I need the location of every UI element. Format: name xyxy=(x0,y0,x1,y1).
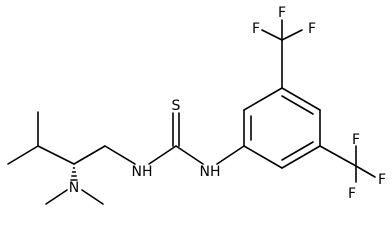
bond-thiocarbonyl-nh xyxy=(175,145,204,165)
ring-bond xyxy=(281,87,321,111)
benzene-ring xyxy=(243,87,321,169)
fluorine-bottom-top-label: F xyxy=(352,132,360,148)
bond-nh-thiocarbonyl xyxy=(148,145,177,165)
bond-methyl-left xyxy=(7,145,39,165)
chemical-structure: S NH NH N F F F F F F xyxy=(7,5,386,205)
bond-nh-aryl xyxy=(216,145,245,165)
fluorine-top-right-label: F xyxy=(308,21,316,37)
ring-bond xyxy=(243,145,283,169)
thione-sulfur-label: S xyxy=(172,98,181,114)
fluorine-bottom-right-label: F xyxy=(378,172,386,188)
bond-c-f-top-right xyxy=(281,29,303,41)
bond-n-methyl-left xyxy=(45,189,68,205)
dimethylamino-n-label: N xyxy=(69,180,79,196)
left-nh-label: NH xyxy=(132,164,153,180)
fluorine-top-center-label: F xyxy=(278,5,286,21)
fluorine-bottom-down-label: F xyxy=(348,186,356,202)
bond-c-f-bottom-right xyxy=(355,165,376,178)
right-nh-label: NH xyxy=(200,164,221,180)
ring-inner-double-bond xyxy=(281,95,314,115)
bond-n-methyl-right xyxy=(81,189,104,205)
hashed-wedge-bond xyxy=(70,167,78,181)
fluorine-top-left-label: F xyxy=(252,21,260,37)
ring-bond xyxy=(281,145,321,169)
ring-bond xyxy=(243,87,283,111)
bond-ring-cf3-bottom xyxy=(319,145,357,167)
bond-stereocenter-ch2 xyxy=(73,145,106,165)
ring-inner-double-bond xyxy=(281,141,314,161)
bond-ch2-nh xyxy=(104,145,136,165)
bond-isopropyl-stereocenter xyxy=(37,145,75,165)
bond-c-f-top-left xyxy=(261,29,283,41)
